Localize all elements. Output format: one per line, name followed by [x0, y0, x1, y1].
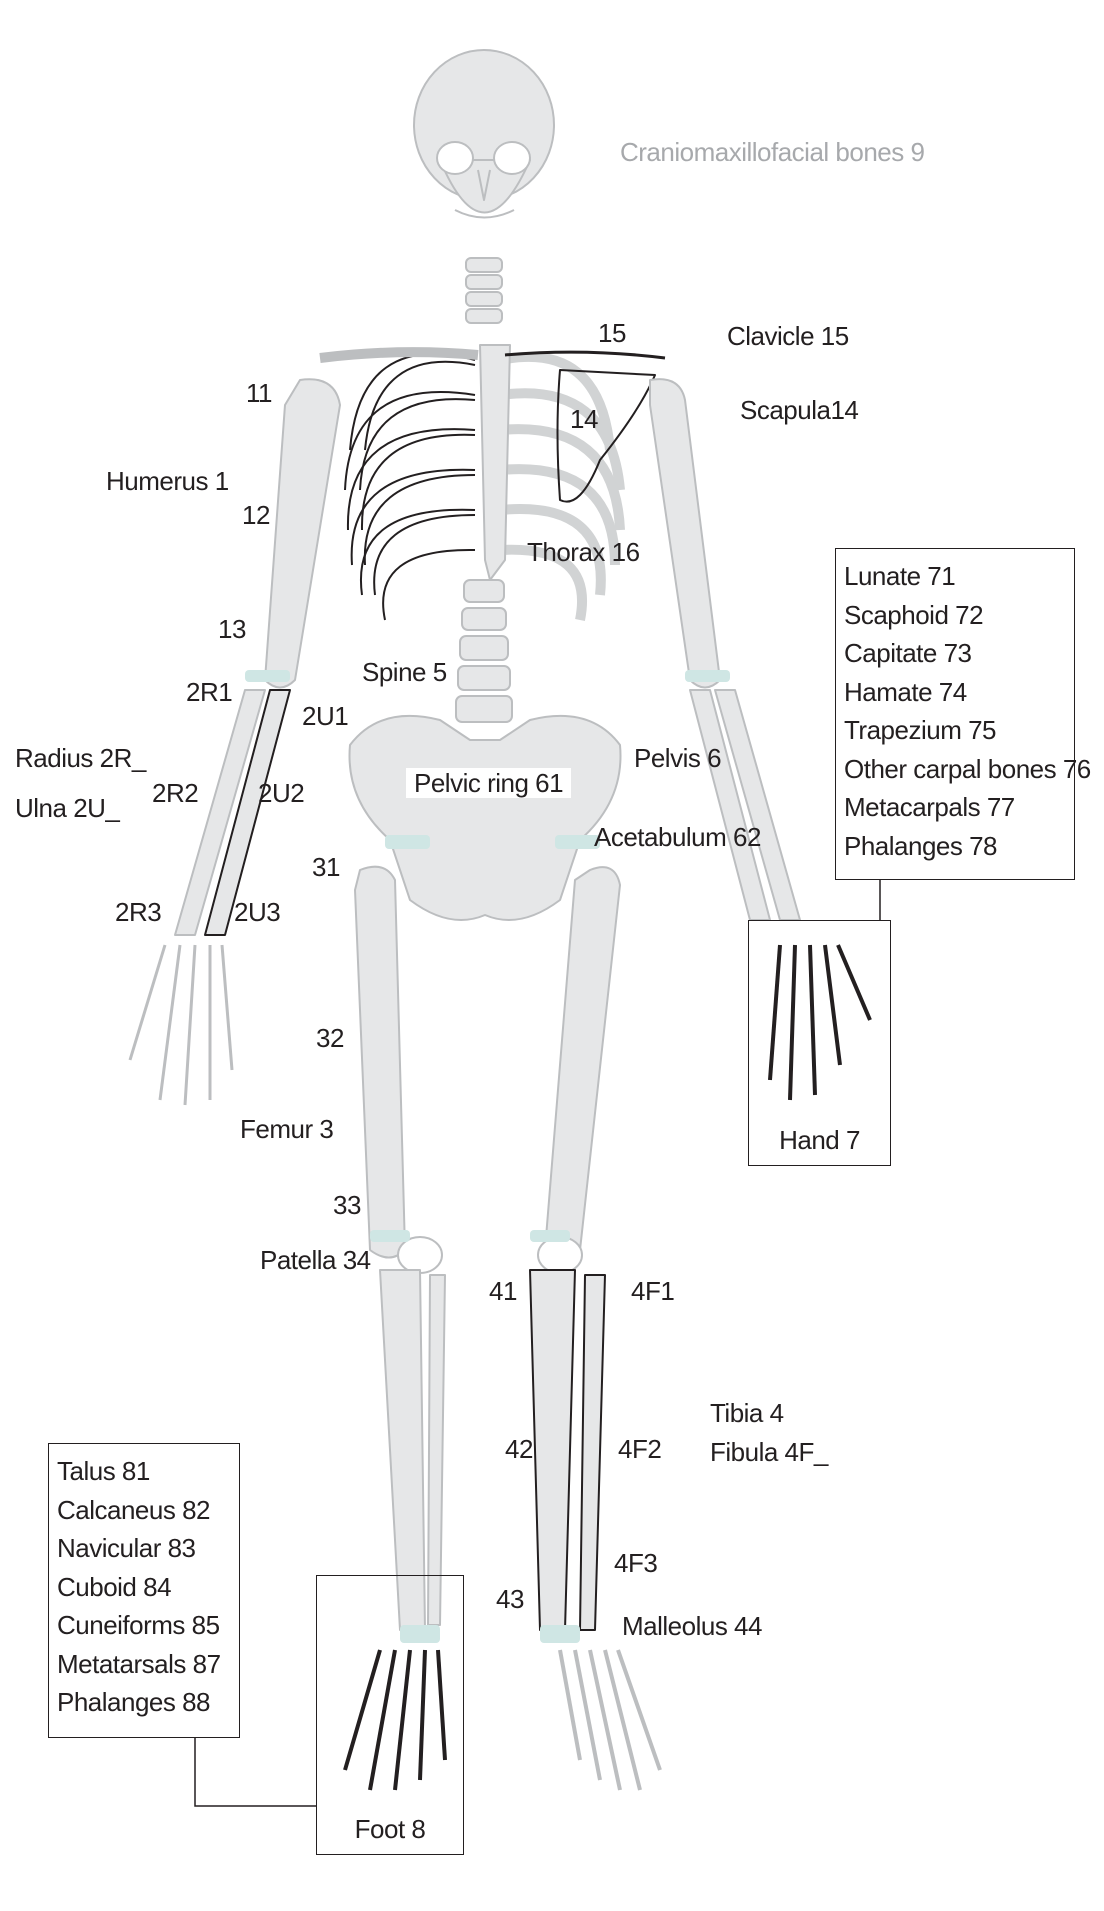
- left-foot: [558, 1649, 662, 1791]
- connector-lines: [194, 880, 881, 1807]
- foot-caption: Foot 8: [354, 1814, 426, 1844]
- sternum: [479, 344, 511, 581]
- right-rib-cage: [344, 353, 476, 621]
- label-13: 13: [218, 614, 246, 644]
- hand-list-item: Metacarpals 77: [844, 792, 1015, 822]
- skull: [413, 49, 555, 219]
- left-tibia: [529, 1269, 576, 1631]
- label-4f2: 4F2: [618, 1434, 662, 1464]
- label-craniomaxillofacial: Craniomaxillofacial bones 9: [620, 137, 925, 167]
- hand-list-item: Trapezium 75: [844, 715, 997, 745]
- label-2r3: 2R3: [115, 897, 162, 927]
- label-41: 41: [489, 1276, 517, 1306]
- label-ulna: Ulna 2U_: [15, 793, 120, 823]
- label-12: 12: [242, 500, 270, 530]
- label-femur: Femur 3: [240, 1114, 334, 1144]
- hand-list-item: Scaphoid 72: [844, 599, 984, 630]
- label-2u3: 2U3: [234, 897, 281, 927]
- hand-frame: Hand 7: [748, 920, 891, 1166]
- label-2r1: 2R1: [186, 677, 233, 707]
- label-spine: Spine 5: [362, 657, 447, 687]
- hand-list-item: Other carpal bones 76: [844, 753, 1091, 784]
- hand-list-item: Lunate 71: [844, 561, 956, 591]
- label-pelvic-ring: Pelvic ring 61: [406, 768, 572, 798]
- right-clavicle: [319, 347, 479, 363]
- label-fibula: Fibula 4F_: [710, 1437, 828, 1467]
- left-fibula: [579, 1274, 606, 1631]
- label-2u2: 2U2: [258, 778, 305, 808]
- right-radius: [174, 689, 266, 936]
- foot-list-item: Cuneiforms 85: [57, 1610, 220, 1640]
- label-acetabulum: Acetabulum 62: [594, 822, 761, 852]
- label-radius: Radius 2R_: [15, 743, 146, 773]
- foot-list-item: Calcaneus 82: [57, 1494, 211, 1525]
- foot-list-item: Cuboid 84: [57, 1571, 172, 1602]
- label-patella: Patella 34: [260, 1245, 371, 1275]
- label-malleolus: Malleolus 44: [622, 1611, 762, 1641]
- label-43: 43: [496, 1584, 524, 1614]
- lumbar-spine: [455, 579, 513, 723]
- left-patella: [537, 1236, 583, 1274]
- left-humerus: [649, 378, 721, 689]
- hand-list-item: Capitate 73: [844, 638, 972, 668]
- hand-list-item: Hamate 74: [844, 676, 967, 707]
- hand-bones-list: Lunate 71 Scaphoid 72 Capitate 73 Hamate…: [835, 548, 1091, 880]
- foot-bones-list: Talus 81 Calcaneus 82 Navicular 83 Cuboi…: [48, 1443, 240, 1738]
- label-33: 33: [333, 1190, 361, 1220]
- left-clavicle: [504, 350, 666, 360]
- hand-list-item: Phalanges 78: [844, 830, 998, 861]
- label-32: 32: [316, 1023, 344, 1053]
- hand-caption: Hand 7: [779, 1125, 860, 1155]
- foot-list-item: Phalanges 88: [57, 1687, 211, 1717]
- right-hand: [128, 944, 234, 1106]
- label-clavicle-number: 15: [598, 318, 626, 348]
- right-fibula: [427, 1274, 446, 1626]
- label-humerus: Humerus 1: [106, 466, 229, 496]
- joint-highlights: [245, 670, 730, 1643]
- label-pelvis: Pelvis 6: [634, 743, 722, 773]
- right-patella: [397, 1236, 443, 1274]
- left-scapula: [556, 369, 656, 503]
- right-femur: [354, 865, 406, 1259]
- label-42: 42: [505, 1434, 533, 1464]
- label-scapula-number: 14: [570, 404, 598, 434]
- label-4f1: 4F1: [631, 1276, 675, 1306]
- label-2u1: 2U1: [302, 701, 349, 731]
- right-humerus: [264, 378, 341, 689]
- label-clavicle: Clavicle 15: [727, 321, 849, 351]
- label-4f3: 4F3: [614, 1548, 658, 1578]
- foot-list-item: Talus 81: [57, 1456, 150, 1486]
- left-hand: [768, 944, 872, 1101]
- right-ulna: [204, 689, 291, 936]
- right-foot: [343, 1649, 447, 1791]
- foot-list-item: Metatarsals 87: [57, 1648, 221, 1679]
- label-scapula: Scapula14: [740, 395, 859, 425]
- label-11: 11: [246, 378, 273, 408]
- left-femur: [544, 866, 621, 1259]
- foot-frame: Foot 8: [316, 1575, 464, 1855]
- foot-list-item: Navicular 83: [57, 1533, 196, 1563]
- label-thorax: Thorax 16: [527, 537, 640, 567]
- label-31: 31: [312, 852, 340, 882]
- label-2r2: 2R2: [152, 778, 199, 808]
- label-tibia: Tibia 4: [710, 1398, 784, 1428]
- cervical-spine: [465, 257, 503, 324]
